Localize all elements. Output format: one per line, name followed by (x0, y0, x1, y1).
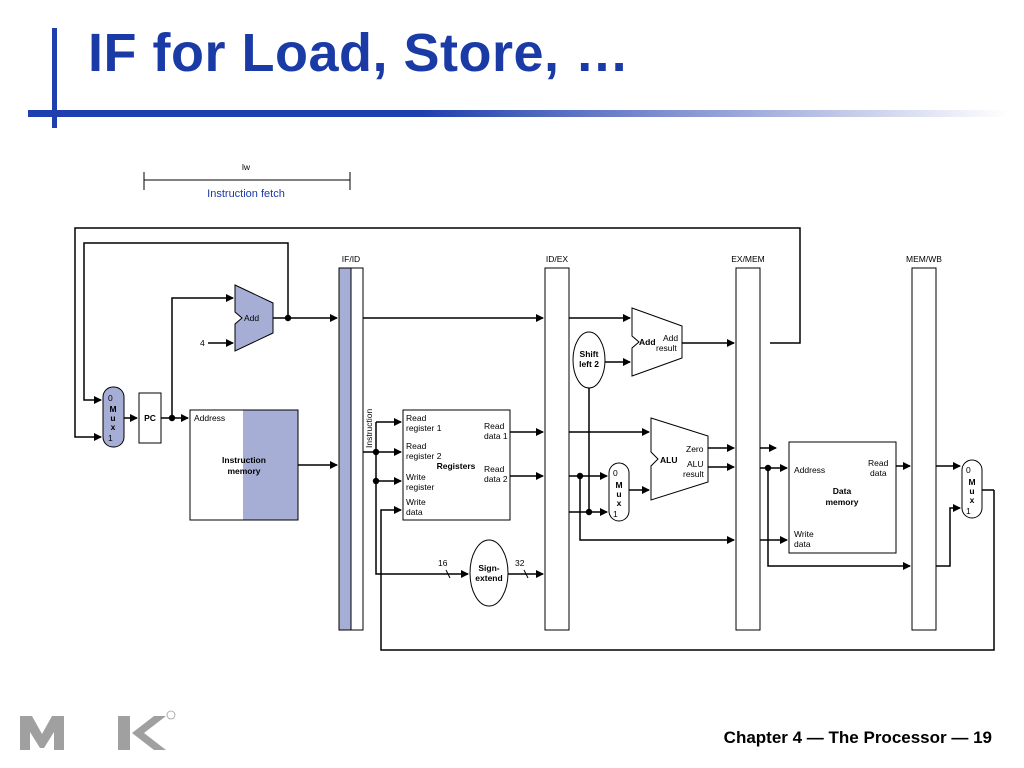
sign-extend-b: extend (475, 573, 502, 583)
imem-address-label: Address (194, 413, 225, 423)
sign-extend-a: Sign- (478, 563, 499, 573)
data-memory: Address Read data Data memory Write data (788, 441, 897, 554)
junction-dots (168, 314, 772, 516)
reg-read2-b: register 2 (406, 451, 442, 461)
alu-label: ALU (660, 455, 677, 465)
dm-wdata-b: data (794, 539, 811, 549)
title-rule (28, 110, 1008, 117)
rdata1-b: data 1 (484, 431, 508, 441)
alu-result-a: ALU (687, 459, 704, 469)
shift-a: Shift (580, 349, 599, 359)
rdata1-a: Read (484, 421, 505, 431)
width-32-label: 32 (515, 558, 525, 568)
dm-label-1: Data (833, 486, 852, 496)
reg-read2-a: Read (406, 441, 427, 451)
pc-mux-1: 1 (108, 433, 113, 443)
reg-write-b: register (406, 482, 435, 492)
reg-read1-a: Read (406, 413, 427, 423)
publisher-logo (20, 710, 176, 750)
rdata2-a: Read (484, 464, 505, 474)
memwb-label: MEM/WB (906, 254, 942, 264)
title-accent-bar (52, 28, 57, 128)
pc-mux-x: x (111, 422, 116, 432)
pipeline-register-exmem: EX/MEM (731, 254, 765, 631)
dm-address-label: Address (794, 465, 825, 475)
writeback-mux: 0 M u x 1 (961, 459, 983, 519)
wb-mux-u: u (969, 486, 974, 496)
pc-mux-0: 0 (108, 393, 113, 403)
bus-width-marks (445, 569, 529, 579)
ifid-label: IF/ID (342, 254, 360, 264)
pc-label: PC (144, 413, 156, 423)
exmem-label: EX/MEM (731, 254, 765, 264)
imem-label-1: Instruction (222, 455, 266, 465)
dm-wdata-a: Write (794, 529, 814, 539)
alu-result-b: result (683, 469, 704, 479)
stage-name-label: Instruction fetch (207, 188, 285, 200)
branch-adder: Add Add result (631, 307, 683, 377)
pc-register: PC (138, 392, 162, 444)
instruction-label: lw (242, 162, 251, 172)
alu-mux-0: 0 (613, 468, 618, 478)
slide-footer: Chapter 4 — The Processor — 19 (723, 728, 992, 747)
pc-adder-label: Add (244, 313, 259, 323)
reg-wdata-a: Write (406, 497, 426, 507)
slide-title: IF for Load, Store, … (88, 23, 630, 83)
pc-adder: Add 4 (200, 284, 274, 352)
alu-mux-u: u (616, 489, 621, 499)
alu: ALU Zero ALU result (650, 417, 709, 501)
register-file: Read register 1 Read register 2 Write re… (402, 409, 511, 521)
alu-zero-label: Zero (686, 444, 704, 454)
pipeline-register-idex: ID/EX (544, 254, 570, 631)
dm-label-2: memory (825, 497, 858, 507)
shift-left-2: Shift left 2 (572, 331, 606, 389)
pc-mux-m: M (109, 404, 116, 414)
rdata2-b: data 2 (484, 474, 508, 484)
dm-read-b: data (870, 468, 887, 478)
wires (74, 227, 995, 651)
alu-mux-x: x (617, 498, 622, 508)
idex-label: ID/EX (546, 254, 569, 264)
branch-adder-label: Add (639, 337, 656, 347)
instruction-vertical-label: Instruction (364, 409, 374, 448)
pipeline-register-memwb: MEM/WB (906, 254, 942, 631)
branch-add-result-a: Add (663, 333, 678, 343)
wb-mux-1: 1 (966, 506, 971, 516)
alu-mux: 0 M u x 1 (608, 462, 630, 522)
width-16-label: 16 (438, 558, 448, 568)
wb-mux-0: 0 (966, 465, 971, 475)
sign-extend: Sign- extend 16 32 (438, 539, 525, 607)
imem-label-2: memory (227, 466, 260, 476)
pc-mux: 0 M u x 1 (102, 386, 125, 448)
wb-mux-m: M (968, 477, 975, 487)
branch-add-result-b: result (656, 343, 677, 353)
stage-header: lw Instruction fetch (143, 162, 351, 200)
alu-mux-m: M (615, 480, 622, 490)
wb-mux-x: x (970, 495, 975, 505)
reg-write-a: Write (406, 472, 426, 482)
registers-label: Registers (437, 461, 476, 471)
reg-wdata-b: data (406, 507, 423, 517)
instruction-memory: Address Instruction memory (189, 409, 299, 521)
const-four-label: 4 (200, 338, 205, 348)
shift-b: left 2 (579, 359, 599, 369)
alu-mux-1: 1 (613, 509, 618, 519)
dm-read-a: Read (868, 458, 889, 468)
pipeline-register-ifid: IF/ID (338, 254, 364, 631)
pc-mux-u: u (110, 413, 115, 423)
reg-read1-b: register 1 (406, 423, 442, 433)
